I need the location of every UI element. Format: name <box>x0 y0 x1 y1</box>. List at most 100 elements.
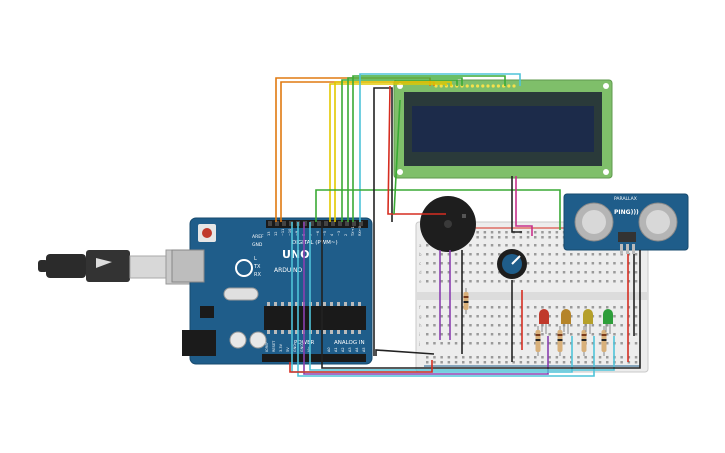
digital-pin[interactable] <box>338 221 342 226</box>
atmega-chip <box>264 306 366 330</box>
lcd-pin[interactable] <box>439 84 443 88</box>
resistor[interactable] <box>535 326 541 356</box>
resistor[interactable] <box>601 326 607 356</box>
lcd-pin[interactable] <box>491 84 495 88</box>
led[interactable] <box>539 309 549 334</box>
breadboard-row-letter: d <box>419 270 422 275</box>
lcd-pin[interactable] <box>496 84 500 88</box>
wire-cyan[interactable] <box>309 222 615 371</box>
breadboard-row-letter: c <box>419 261 421 266</box>
lcd-pin[interactable] <box>434 84 438 88</box>
wire-magenta[interactable] <box>515 176 533 236</box>
digital-pin[interactable] <box>345 221 349 226</box>
wire-yellow[interactable] <box>329 83 447 222</box>
lcd-pin[interactable] <box>476 84 480 88</box>
led-l-label: L <box>254 256 257 262</box>
sensor-pin[interactable] <box>620 244 623 254</box>
analog-pins-label: ANALOG IN <box>334 340 365 346</box>
digital-pin-label: ~11 <box>281 229 285 236</box>
potentiometer[interactable] <box>497 249 527 279</box>
rx-label: RX <box>254 272 261 278</box>
digital-pin-label: ~6 <box>316 231 320 236</box>
breadboard-row-letter: a <box>419 243 422 248</box>
lcd-pin[interactable] <box>486 84 490 88</box>
digital-pin[interactable] <box>268 221 272 226</box>
lcd-pin[interactable] <box>512 84 516 88</box>
wire-red[interactable] <box>289 360 433 373</box>
resistor[interactable] <box>581 326 587 356</box>
digital-pin[interactable] <box>352 221 356 226</box>
wire-green[interactable] <box>393 99 401 215</box>
digital-pin[interactable] <box>289 221 293 226</box>
led[interactable] <box>603 309 613 334</box>
wire-red[interactable] <box>387 85 446 215</box>
digital-pin-label: RX←0 <box>358 226 362 236</box>
digital-pin[interactable] <box>331 221 335 226</box>
digital-pin-label: ~10 <box>288 229 292 236</box>
breadboard-row-letter: f <box>419 305 421 310</box>
dc-power-jack <box>182 330 216 356</box>
digital-pin[interactable] <box>303 221 307 226</box>
sensor-pin[interactable] <box>626 244 629 254</box>
breadboard-row-letter: j <box>418 341 420 346</box>
wire-black[interactable] <box>375 349 435 356</box>
power-pin-label: GND <box>293 344 297 352</box>
digital-pin-label: ~5 <box>323 231 327 236</box>
digital-pins-label: DIGITAL (PWM~) <box>292 240 338 246</box>
digital-pin-label: ~3 <box>337 231 341 236</box>
wire-cyan[interactable] <box>297 222 595 377</box>
power-pin-label: GND <box>300 344 304 352</box>
digital-pin-label: 7 <box>309 234 313 236</box>
breadboard-row-letter: h <box>419 323 422 328</box>
wire-cyan[interactable] <box>359 73 521 222</box>
aref-label: AREF <box>252 234 264 240</box>
tx-label: TX <box>253 264 261 270</box>
lcd-pin[interactable] <box>465 84 469 88</box>
led[interactable] <box>561 309 571 334</box>
analog-pin-label: A3 <box>348 347 352 352</box>
gnd-label: GND <box>252 242 263 248</box>
piezo-buzzer[interactable] <box>420 196 476 252</box>
wire-green[interactable] <box>352 75 506 222</box>
power-pin-label: RESET <box>272 340 276 352</box>
sensor-pin[interactable] <box>632 244 635 254</box>
resistor[interactable] <box>557 326 563 356</box>
wire-black[interactable] <box>373 87 393 356</box>
power-pin-label: Vin <box>307 346 311 352</box>
lcd-pin[interactable] <box>481 84 485 88</box>
wire-green[interactable] <box>341 79 458 222</box>
resistor[interactable] <box>463 288 469 314</box>
wire-black[interactable] <box>321 222 641 369</box>
led[interactable] <box>583 309 593 334</box>
wire-black[interactable] <box>511 176 522 233</box>
wire-yellow[interactable] <box>334 81 452 222</box>
power-pin-label: 5V <box>286 347 290 352</box>
wire-green[interactable] <box>347 77 463 222</box>
lcd-16x2[interactable] <box>393 79 613 179</box>
digital-pin-label: 4 <box>330 233 334 236</box>
breadboard-row-letter: i <box>419 332 420 337</box>
analog-pin-label: A0 <box>327 347 331 352</box>
digital-pin-label: 2 <box>344 234 348 236</box>
digital-pin[interactable] <box>359 221 363 226</box>
digital-pin[interactable] <box>317 221 321 226</box>
digital-pin-label: 13 <box>267 232 271 236</box>
digital-pin[interactable] <box>324 221 328 226</box>
ultrasonic-sensor[interactable]: PING))) PARALLAX <box>563 193 689 254</box>
analog-pin-label: A2 <box>341 347 345 352</box>
wire-purple[interactable] <box>303 222 549 375</box>
digital-pin[interactable] <box>310 221 314 226</box>
analog-pin-label: A4 <box>355 347 359 352</box>
lcd-pin[interactable] <box>470 84 474 88</box>
digital-pin[interactable] <box>282 221 286 226</box>
sensor-brand-label: PARALLAX <box>614 196 637 202</box>
arduino-uno-board[interactable]: UNO ARDUINO DIGITAL (PWM~) ANALOG IN POW… <box>171 217 373 365</box>
analog-pin-label: A1 <box>334 347 338 352</box>
power-analog-header[interactable] <box>262 354 366 362</box>
digital-pin-label: ~9 <box>295 231 299 236</box>
wire-green[interactable] <box>315 189 561 230</box>
digital-pin[interactable] <box>275 221 279 226</box>
digital-pin-label: TX→1 <box>351 226 355 237</box>
lcd-pin[interactable] <box>507 84 511 88</box>
